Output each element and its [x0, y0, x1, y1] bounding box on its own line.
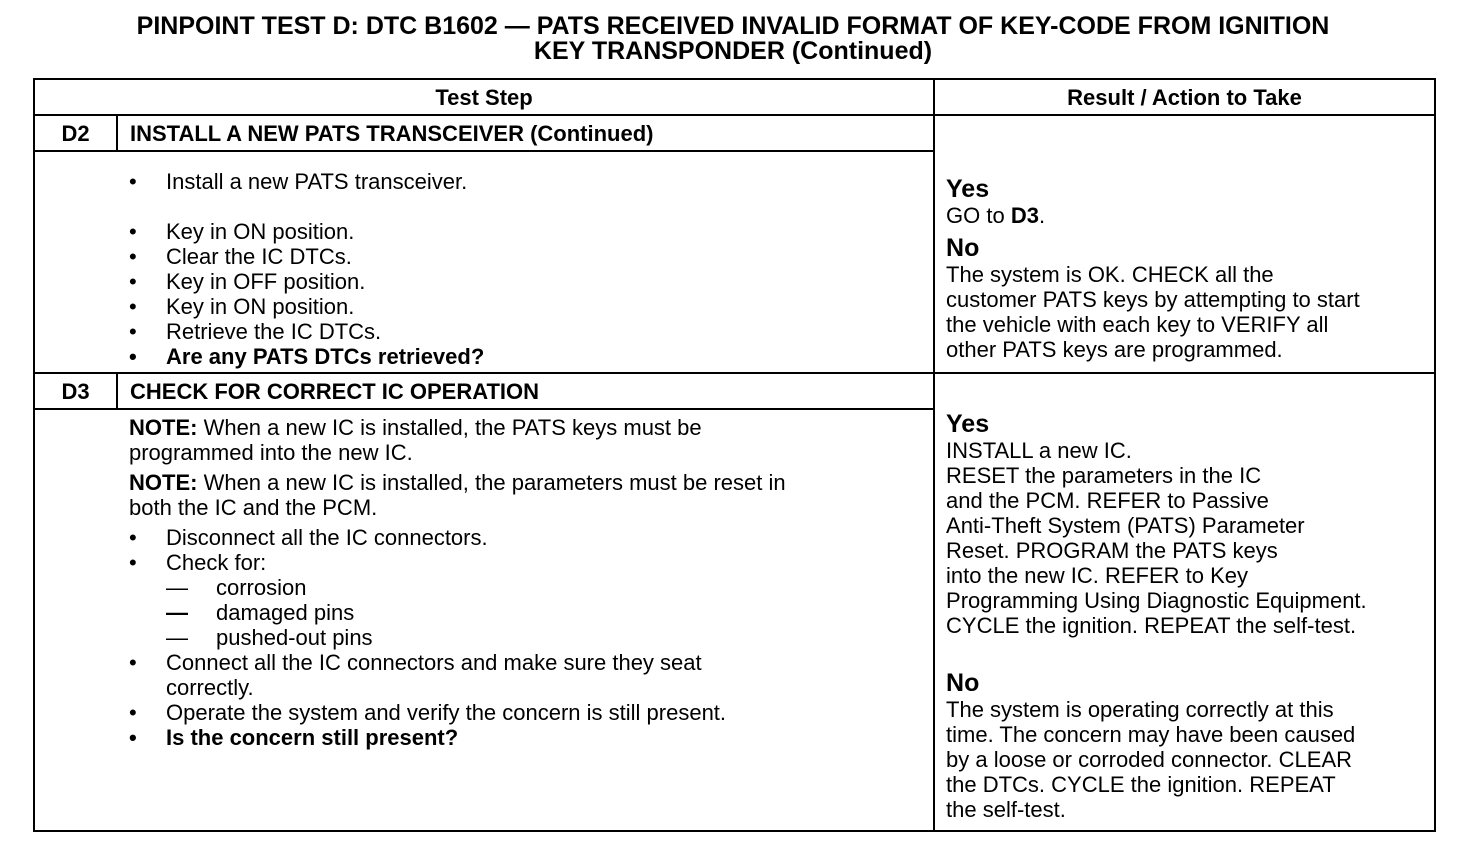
d2-step-id: D2 — [33, 114, 118, 152]
d3-yes-line: and the PCM. REFER to Passive — [946, 488, 1269, 513]
d3-no-line: time. The concern may have been caused — [946, 722, 1356, 747]
d2-yes-text: GO to D3. — [946, 203, 1430, 228]
d2-bullet: Key in ON position. — [129, 294, 933, 319]
d3-no-line: the self-test. — [946, 797, 1066, 822]
check-for-label: Check for: — [166, 550, 267, 575]
d2-no-line: the vehicle with each key to VERIFY all — [946, 312, 1329, 337]
d3-bullet: Operate the system and verify the concer… — [129, 700, 933, 725]
d2-yes-label: Yes — [946, 175, 990, 203]
d3-yes-line: INSTALL a new IC. — [946, 438, 1132, 463]
d3-step-body: NOTE: When a new IC is installed, the PA… — [117, 408, 936, 832]
d2-yes-pre: GO to — [946, 203, 1011, 228]
note-label: NOTE: — [129, 470, 198, 495]
d3-step-id: D3 — [33, 372, 118, 410]
page-title: PINPOINT TEST D: DTC B1602 — PATS RECEIV… — [0, 14, 1466, 64]
d2-bullet: Retrieve the IC DTCs. — [129, 319, 933, 344]
header-row: Test Step Result / Action to Take — [32, 78, 1437, 116]
d3-heading-row: D3 CHECK FOR CORRECT IC OPERATION Yes IN… — [33, 372, 1437, 832]
d2-no-line: customer PATS keys by attempting to star… — [946, 287, 1360, 312]
d3-no-text: The system is operating correctly at thi… — [946, 697, 1430, 822]
title-line-2: KEY TRANSPONDER (Continued) — [533, 37, 933, 65]
d2-no-line: other PATS keys are programmed. — [946, 337, 1283, 362]
d3-bullet: Connect all the IC connectors and make s… — [129, 650, 933, 700]
d2-step-heading: INSTALL A NEW PATS TRANSCEIVER (Continue… — [115, 114, 936, 152]
d3-step-heading: CHECK FOR CORRECT IC OPERATION — [115, 372, 936, 410]
d3-yes-label: Yes — [946, 410, 990, 438]
d3-bullet-line: correctly. — [166, 675, 254, 700]
d2-result-cell: Yes GO to D3. No The system is OK. CHECK… — [933, 114, 1437, 374]
d2-bullet: Clear the IC DTCs. — [129, 244, 933, 269]
d3-result-cell: Yes INSTALL a new IC. RESET the paramete… — [933, 372, 1437, 832]
d3-yes-line: CYCLE the ignition. REPEAT the self-test… — [946, 613, 1357, 638]
d2-bullet: Key in OFF position. — [129, 269, 933, 294]
d3-no-label: No — [946, 669, 980, 697]
check-items: corrosion damaged pins pushed-out pins — [166, 575, 933, 650]
d3-bullet-list: Disconnect all the IC connectors. Check … — [117, 525, 933, 750]
pinpoint-test-table: Test Step Result / Action to Take D2 INS… — [32, 78, 1437, 832]
note-text: When a new IC is installed, the PATS key… — [197, 415, 702, 440]
d3-yes-line: Reset. PROGRAM the PATS keys — [946, 538, 1278, 563]
d2-heading-row: D2 INSTALL A NEW PATS TRANSCEIVER (Conti… — [33, 114, 1437, 374]
d3-blank-cell — [33, 409, 117, 832]
header-result: Result / Action to Take — [933, 78, 1437, 116]
d3-bullet-line: Connect all the IC connectors and make s… — [166, 650, 702, 675]
note-text: When a new IC is installed, the paramete… — [197, 470, 786, 495]
d3-no-line: the DTCs. CYCLE the ignition. REPEAT — [946, 772, 1336, 797]
note-text: both the IC and the PCM. — [129, 495, 378, 520]
title-line-1: PINPOINT TEST D: DTC B1602 — PATS RECEIV… — [136, 12, 1330, 40]
d2-bullet: Install a new PATS transceiver. — [129, 169, 933, 194]
d2-step-body: Install a new PATS transceiver. Key in O… — [117, 150, 936, 374]
note-label: NOTE: — [129, 415, 198, 440]
d3-yes-line: into the new IC. REFER to Key — [946, 563, 1249, 588]
d2-question: Are any PATS DTCs retrieved? — [129, 344, 933, 369]
d2-blank-cell — [33, 151, 117, 374]
d3-yes-line: Programming Using Diagnostic Equipment. — [946, 588, 1367, 613]
d3-no-line: by a loose or corroded connector. CLEAR — [946, 747, 1353, 772]
d2-body-row: Install a new PATS transceiver. Key in O… — [33, 150, 1435, 374]
d3-yes-line: Anti-Theft System (PATS) Parameter — [946, 513, 1305, 538]
check-item: pushed-out pins — [166, 625, 933, 650]
d3-no-line: The system is operating correctly at thi… — [946, 697, 1334, 722]
d2-yes-target: D3 — [1010, 203, 1039, 228]
d2-bullet-list: Install a new PATS transceiver. — [117, 169, 933, 194]
header-test-step: Test Step — [32, 78, 936, 116]
d2-yes-post: . — [1038, 203, 1046, 228]
note-text: programmed into the new IC. — [129, 440, 413, 465]
d3-bullet: Disconnect all the IC connectors. — [129, 525, 933, 550]
check-item: corrosion — [166, 575, 933, 600]
d2-bullet-list: Key in ON position. Clear the IC DTCs. K… — [117, 219, 933, 369]
d3-question: Is the concern still present? — [129, 725, 933, 750]
d3-body-row: NOTE: When a new IC is installed, the PA… — [33, 408, 1435, 832]
d3-note-1: NOTE: When a new IC is installed, the PA… — [117, 415, 933, 465]
d2-no-label: No — [946, 234, 980, 262]
d3-note-2: NOTE: When a new IC is installed, the pa… — [117, 470, 933, 520]
d2-no-text: The system is OK. CHECK all the customer… — [946, 262, 1430, 362]
check-item: damaged pins — [166, 600, 933, 625]
d3-yes-line: RESET the parameters in the IC — [946, 463, 1262, 488]
d3-yes-text: INSTALL a new IC. RESET the parameters i… — [946, 438, 1430, 638]
d2-bullet: Key in ON position. — [129, 219, 933, 244]
d2-no-line: The system is OK. CHECK all the — [946, 262, 1274, 287]
d3-bullet: Check for: corrosion damaged pins pushed… — [129, 550, 933, 650]
